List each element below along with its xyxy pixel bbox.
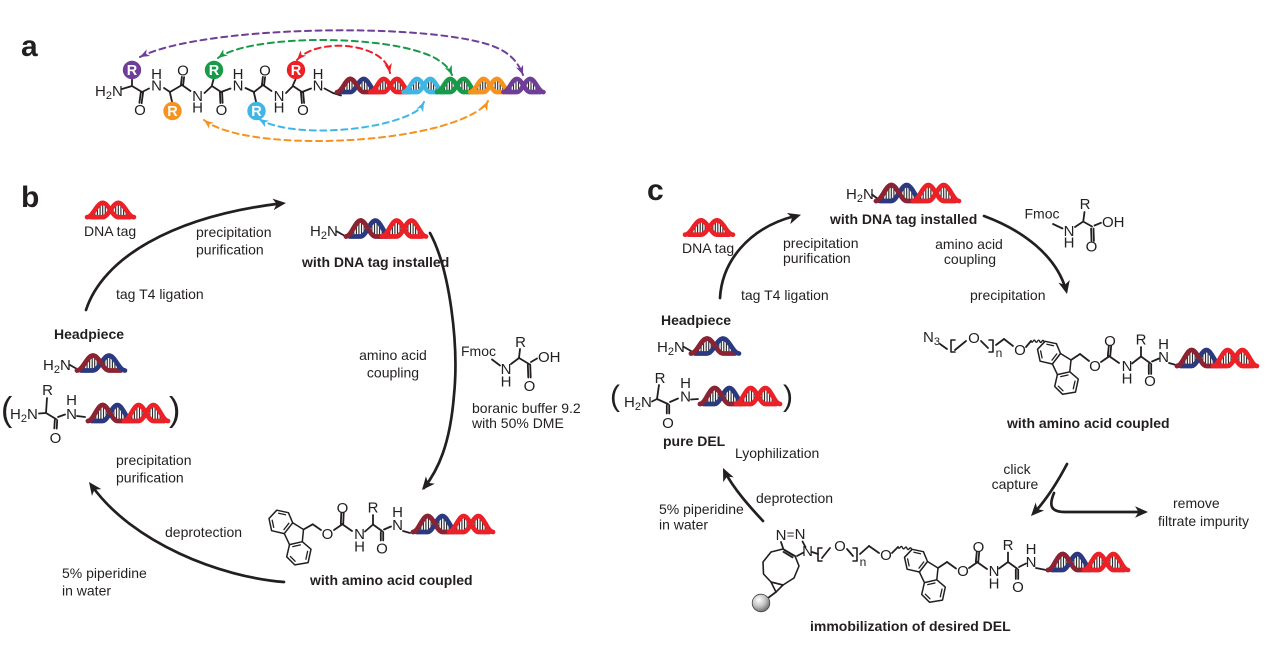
svg-text:H: H [274, 100, 285, 117]
svg-text:Headpiece: Headpiece [54, 326, 124, 342]
svg-text:R: R [1003, 537, 1014, 554]
svg-text:R: R [515, 334, 526, 351]
svg-text:R: R [209, 63, 220, 79]
svg-text:Headpiece: Headpiece [661, 312, 731, 328]
svg-text:tag T4 ligation: tag T4 ligation [741, 287, 829, 303]
svg-text:amino acid: amino acid [359, 347, 427, 363]
svg-text:coupling: coupling [367, 365, 419, 381]
svg-text:O: O [524, 378, 536, 395]
svg-text:coupling: coupling [944, 251, 996, 267]
svg-text:(: ( [610, 380, 620, 413]
svg-text:in water: in water [62, 583, 111, 599]
svg-text:remove: remove [1173, 495, 1220, 511]
svg-text:O: O [968, 330, 980, 347]
svg-text:N: N [1158, 349, 1169, 366]
svg-text:O: O [834, 538, 846, 555]
svg-text:O: O [662, 415, 674, 432]
svg-text:=: = [787, 527, 795, 542]
svg-text:precipitation: precipitation [116, 452, 192, 468]
svg-text:Fmoc: Fmoc [1025, 206, 1060, 222]
svg-text:pure DEL: pure DEL [663, 433, 726, 449]
svg-text:O: O [1104, 333, 1116, 350]
svg-text:click: click [1003, 461, 1031, 477]
svg-text:R: R [42, 382, 53, 399]
svg-text:N: N [680, 389, 691, 406]
svg-text:precipitation: precipitation [783, 235, 859, 251]
svg-text:DNA tag: DNA tag [84, 223, 136, 239]
svg-text:in water: in water [659, 517, 708, 533]
svg-text:5% piperidine: 5% piperidine [659, 501, 744, 517]
svg-text:N: N [392, 517, 403, 534]
svg-text:b: b [21, 181, 39, 214]
svg-text:N: N [313, 78, 324, 95]
svg-text:with amino acid coupled: with amino acid coupled [309, 572, 473, 588]
svg-text:R: R [1136, 332, 1147, 349]
svg-text:O: O [322, 526, 334, 543]
svg-text:O: O [1014, 342, 1026, 359]
svg-text:N: N [795, 526, 806, 543]
svg-text:n: n [860, 555, 867, 569]
svg-text:H: H [1064, 235, 1075, 252]
svg-text:O: O [1086, 239, 1098, 256]
svg-text:purification: purification [116, 470, 184, 486]
svg-text:): ) [783, 380, 793, 413]
svg-text:precipitation: precipitation [970, 287, 1046, 303]
svg-text:OH: OH [538, 349, 561, 366]
svg-text:Lyophilization: Lyophilization [735, 445, 819, 461]
svg-text:N: N [66, 406, 77, 423]
svg-text:OH: OH [1102, 214, 1125, 231]
svg-text:H: H [192, 100, 203, 117]
svg-text:boranic buffer 9.2: boranic buffer 9.2 [472, 400, 581, 416]
svg-text:tag T4 ligation: tag T4 ligation [116, 286, 204, 302]
svg-text:N: N [233, 78, 244, 95]
svg-text:R: R [167, 104, 178, 120]
svg-text:Fmoc: Fmoc [461, 343, 496, 359]
svg-text:with amino acid coupled: with amino acid coupled [1006, 415, 1170, 431]
svg-text:immobilization of desired DEL: immobilization of desired DEL [810, 618, 1011, 634]
svg-text:O: O [259, 63, 271, 80]
svg-text:O: O [297, 102, 309, 119]
svg-text:O: O [1012, 579, 1024, 596]
svg-text:O: O [957, 563, 969, 580]
svg-text:N: N [151, 78, 162, 95]
svg-text:with DNA tag installed: with DNA tag installed [301, 254, 449, 270]
svg-text:H: H [1122, 371, 1133, 388]
svg-text:O: O [177, 63, 189, 80]
svg-text:O: O [134, 102, 146, 119]
svg-text:a: a [21, 30, 38, 63]
svg-text:5% piperidine: 5% piperidine [62, 565, 147, 581]
svg-text:H: H [501, 374, 512, 391]
svg-text:precipitation: precipitation [196, 224, 272, 240]
svg-text:O: O [376, 541, 388, 558]
svg-text:capture: capture [992, 476, 1039, 492]
svg-text:H: H [354, 539, 365, 556]
svg-text:DNA tag: DNA tag [682, 240, 734, 256]
svg-text:R: R [251, 104, 262, 120]
svg-text:purification: purification [783, 250, 851, 266]
svg-text:R: R [127, 63, 138, 79]
svg-text:n: n [996, 346, 1003, 360]
svg-text:O: O [880, 547, 892, 564]
svg-text:O: O [50, 430, 62, 447]
svg-text:with DNA tag installed: with DNA tag installed [829, 211, 977, 227]
svg-text:deprotection: deprotection [165, 524, 242, 540]
svg-text:): ) [169, 391, 180, 429]
svg-text:R: R [291, 63, 302, 79]
svg-text:with 50% DME: with 50% DME [471, 415, 564, 431]
svg-text:c: c [647, 174, 664, 207]
svg-text:H: H [989, 576, 1000, 593]
svg-text:O: O [1144, 373, 1156, 390]
svg-text:R: R [368, 500, 379, 517]
svg-text:O: O [337, 500, 349, 517]
svg-text:deprotection: deprotection [756, 490, 833, 506]
svg-text:O: O [973, 539, 985, 556]
svg-text:amino acid: amino acid [935, 236, 1003, 252]
svg-text:filtrate impurity: filtrate impurity [1158, 513, 1249, 529]
svg-text:O: O [1089, 358, 1101, 375]
svg-text:O: O [216, 102, 228, 119]
svg-text:purification: purification [196, 242, 264, 258]
svg-text:R: R [1080, 196, 1091, 213]
svg-text:R: R [655, 370, 666, 387]
svg-text:N: N [1026, 554, 1037, 571]
